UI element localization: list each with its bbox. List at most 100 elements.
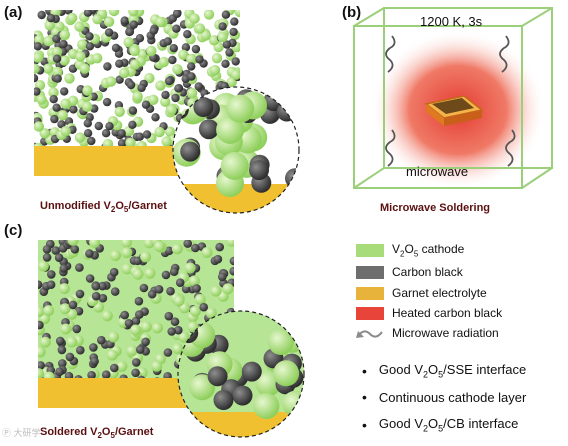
v2o5-particle: [119, 67, 130, 79]
carbon-particle: [198, 119, 219, 140]
v2o5-particle: [186, 87, 198, 99]
v2o5-particle: [208, 35, 220, 46]
v2o5-particle: [92, 53, 103, 64]
v2o5-particle: [211, 53, 223, 64]
carbon-particle: [85, 274, 95, 283]
carbon-particle: [169, 267, 179, 277]
v2o5-particle: [130, 324, 142, 336]
carbon-particle: [89, 343, 98, 352]
carbon-particle: [191, 243, 200, 253]
v2o5-particle: [209, 65, 221, 76]
carbon-particle: [142, 130, 152, 139]
carbon-particle: [75, 263, 84, 272]
v2o5-particle: [38, 368, 44, 380]
carbon-particle: [181, 43, 191, 52]
carbon-particle: [52, 103, 61, 112]
carbon-particle: [175, 278, 185, 288]
v2o5-particle: [151, 360, 163, 372]
carbon-particle: [167, 327, 176, 336]
carbon-particle: [55, 336, 65, 346]
v2o5-particle: [186, 53, 197, 65]
v2o5-particle: [38, 306, 45, 318]
wave-icon-bl: [385, 129, 396, 167]
v2o5-particle: [203, 10, 215, 20]
v2o5-particle: [188, 275, 200, 287]
v2o5-particle: [226, 94, 255, 123]
v2o5-particle: [132, 91, 143, 102]
v2o5-particle: [116, 360, 128, 372]
carbon-particle: [110, 287, 120, 296]
carbon-particle: [187, 72, 196, 81]
v2o5-particle: [75, 51, 86, 62]
carbon-particle: [166, 286, 175, 296]
garnet-electrolyte-layer-a: [34, 146, 184, 176]
carbon-particle: [131, 316, 141, 326]
v2o5-particle: [153, 241, 165, 252]
v2o5-particle: [121, 240, 132, 248]
carbon-particle: [52, 54, 62, 63]
carbon-particle: [59, 264, 69, 273]
v2o5-particle: [194, 294, 206, 305]
v2o5-particle: [226, 240, 234, 247]
carbon-particle: [34, 42, 42, 51]
legend-swatch-v2o5: [356, 243, 384, 257]
carbon-particle: [69, 105, 78, 114]
v2o5-particle: [34, 52, 44, 63]
v2o5-particle: [108, 10, 120, 17]
carbon-particle: [174, 325, 183, 335]
carbon-particle: [94, 121, 104, 131]
panel-label-a: (a): [4, 4, 23, 21]
heated-sample: [424, 95, 484, 126]
bullet-dot-icon: •: [362, 416, 367, 433]
carbon-particle: [97, 335, 106, 345]
carbon-particle: [195, 55, 204, 64]
microwave-label: microwave: [406, 164, 468, 179]
v2o5-particle: [57, 110, 68, 121]
wave-icon-tr: [499, 35, 510, 73]
v2o5-particle: [77, 39, 88, 50]
watermark: Ⓟ 大研学: [2, 428, 41, 438]
carbon-particle: [199, 302, 208, 312]
carbon-particle: [221, 59, 230, 68]
v2o5-particle: [220, 152, 249, 180]
carbon-particle: [124, 319, 134, 328]
carbon-particle: [34, 87, 41, 96]
v2o5-particle: [178, 331, 190, 343]
legend-swatch-carbon: [356, 265, 384, 279]
v2o5-particle: [144, 267, 156, 279]
v2o5-particle: [210, 285, 222, 297]
v2o5-particle: [121, 263, 133, 275]
carbon-particle: [169, 44, 178, 53]
carbon-particle: [194, 82, 203, 91]
carbon-particle: [42, 245, 52, 254]
carbon-particle: [101, 129, 111, 138]
v2o5-particle: [52, 66, 63, 78]
v2o5-particle: [230, 69, 240, 80]
v2o5-particle: [146, 45, 157, 57]
carbon-particle: [137, 83, 146, 93]
v2o5-particle: [38, 346, 46, 358]
carbon-particle: [98, 281, 107, 291]
carbon-particle: [75, 289, 85, 299]
carbon-particle: [51, 246, 61, 255]
carbon-particle: [85, 32, 94, 41]
v2o5-particle: [273, 360, 300, 387]
legend-swatch-garnet: [356, 286, 384, 300]
v2o5-particle: [58, 283, 70, 295]
carbon-particle: [68, 300, 78, 310]
bullet-item: • Continuous cathode layer: [362, 389, 527, 405]
carbon-particle: [215, 242, 224, 252]
carbon-particle: [225, 48, 234, 57]
carbon-particle: [213, 254, 223, 264]
v2o5-particle: [205, 307, 217, 319]
carbon-particle: [115, 59, 124, 68]
v2o5-particle: [60, 126, 71, 137]
v2o5-particle: [82, 101, 93, 112]
v2o5-particle: [148, 94, 159, 106]
carbon-particle: [165, 76, 174, 86]
carbon-particle: [192, 284, 201, 293]
v2o5-particle: [189, 305, 201, 317]
legend-item-carbon-black: Carbon black: [356, 264, 463, 280]
carbon-particle: [163, 37, 173, 46]
carbon-particle: [53, 74, 62, 83]
